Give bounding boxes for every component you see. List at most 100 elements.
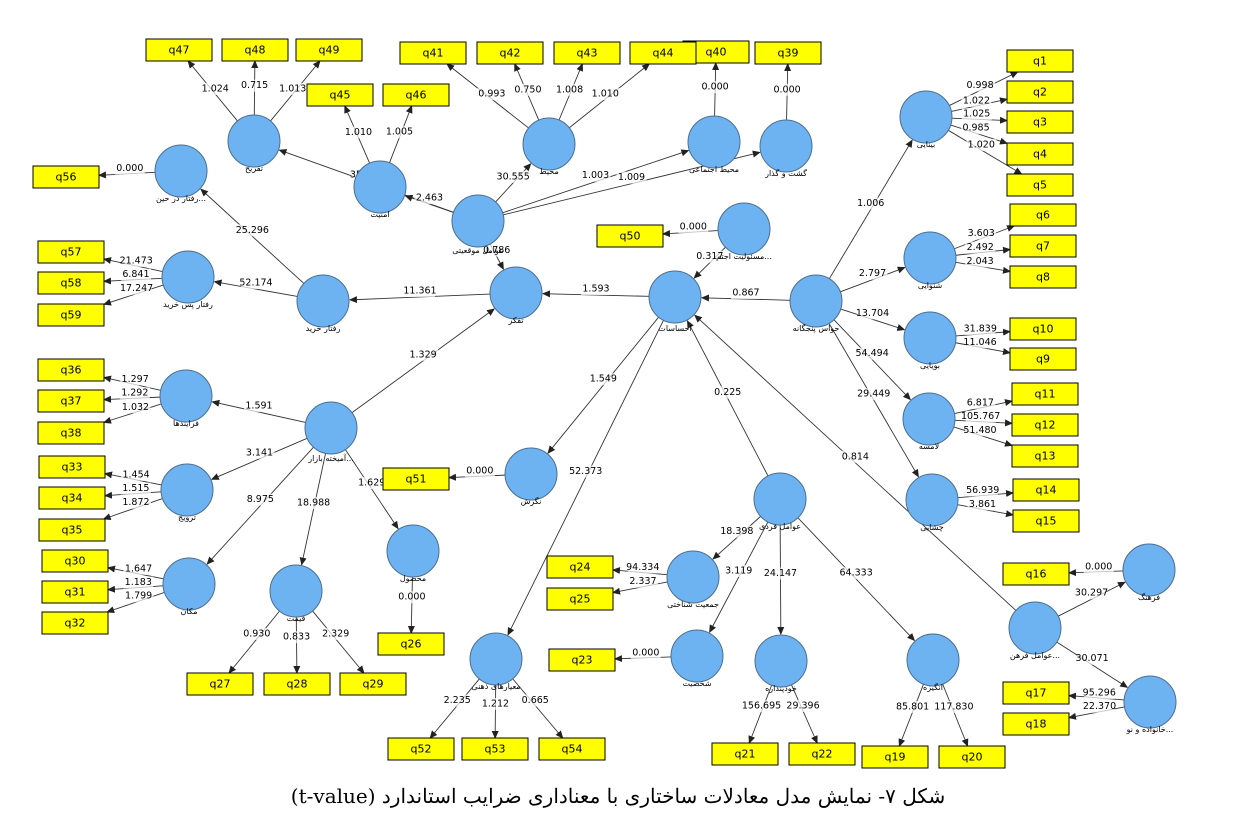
latent-label: تفکر bbox=[507, 316, 523, 325]
indicator-label: q16 bbox=[1026, 568, 1047, 581]
latent-circle bbox=[522, 117, 576, 171]
indicator-q37: q37 bbox=[37, 389, 105, 413]
indicator-box bbox=[546, 587, 614, 611]
latent-makan: مکان bbox=[162, 557, 216, 616]
indicator-q26: q26 bbox=[377, 632, 445, 656]
indicator-q21: q21 bbox=[711, 742, 779, 766]
indicator-label: q22 bbox=[812, 748, 833, 761]
loading-khanevade-q17-label-bg bbox=[1084, 686, 1115, 699]
loading-tarvij-q35-label: 1.872 bbox=[122, 497, 149, 508]
latent-avamel_farhangi: عوامل فرهن... bbox=[1008, 601, 1062, 660]
loading-gasht-q39-label-bg bbox=[772, 83, 803, 96]
latent-label: لامسه bbox=[919, 442, 939, 451]
loading-lamese-q13-label-bg bbox=[964, 424, 995, 437]
indicator-label: q50 bbox=[620, 230, 641, 243]
loading-farayand-q37-label-bg bbox=[119, 387, 150, 400]
latent-circle bbox=[687, 115, 741, 169]
loading-meyar-q53-label-bg bbox=[480, 697, 511, 710]
latent-label: احساسات bbox=[658, 324, 691, 333]
latent-label: نگرش bbox=[521, 496, 542, 506]
indicator-box bbox=[548, 648, 616, 672]
indicator-label: q11 bbox=[1035, 388, 1056, 401]
indicator-label: q9 bbox=[1036, 353, 1050, 366]
loading-tafrih-q48-label: 0.715 bbox=[241, 80, 268, 91]
loading-cheshayi-q14-label: 56.939 bbox=[966, 485, 999, 496]
latent-circle bbox=[670, 629, 724, 683]
latent-circle bbox=[489, 266, 543, 320]
indicator-label: q43 bbox=[577, 47, 598, 60]
loading-lamese-q11-label: 6.817 bbox=[967, 397, 994, 408]
path-amikhte-to-farayand-label: 1.591 bbox=[245, 401, 272, 412]
indicator-box bbox=[1009, 203, 1077, 227]
latent-label: مسئولیت اجتم... bbox=[716, 252, 772, 261]
path-havas-to-shenavayi-label: 2.797 bbox=[859, 268, 886, 279]
indicator-label: q25 bbox=[570, 593, 591, 606]
latent-label: مکان bbox=[180, 607, 197, 616]
indicator-box bbox=[938, 745, 1006, 769]
path-tafakor-to-raftar_kharid-label-bg bbox=[404, 284, 435, 297]
latent-circle bbox=[160, 463, 214, 517]
indicator-box bbox=[629, 41, 697, 65]
indicator-label: q32 bbox=[65, 617, 86, 630]
latent-khodpendare: خودپنداره bbox=[754, 634, 808, 693]
path-havas-to-binayi-label-bg bbox=[855, 197, 886, 210]
indicator-q10: q10 bbox=[1009, 317, 1077, 341]
loading-raftar_pas-q58-label-bg bbox=[120, 268, 151, 281]
loading-mohit_ej-q40-label: 0.000 bbox=[702, 82, 729, 93]
indicator-label: q27 bbox=[210, 678, 231, 691]
loading-cheshayi-q15-label-bg bbox=[967, 498, 998, 511]
path-amikhte-to-gheimat-label: 18.988 bbox=[297, 498, 330, 509]
indicator-label: q14 bbox=[1036, 484, 1057, 497]
indicator-q8: q8 bbox=[1009, 265, 1077, 289]
figure-caption: شکل ۷- نمایش مدل معادلات ساختاری با معنا… bbox=[290, 784, 946, 808]
indicator-box bbox=[387, 737, 455, 761]
loading-jamiyat-q25-label: 2.337 bbox=[629, 576, 656, 587]
indicator-q50: q50 bbox=[596, 224, 664, 248]
path-avamel_fardi-to-angize-label-bg bbox=[841, 567, 872, 580]
loading-meyar-q52 bbox=[429, 678, 480, 739]
latent-raftar_dar: رفتار در حین... bbox=[154, 144, 208, 203]
loading-angize-q19-label: 85.801 bbox=[896, 702, 929, 713]
indicator-q16: q16 bbox=[1002, 562, 1070, 586]
indicator-box bbox=[37, 240, 105, 264]
latent-circle bbox=[1008, 601, 1062, 655]
indicator-label: q26 bbox=[401, 638, 422, 651]
loading-gheimat-q29 bbox=[312, 610, 365, 674]
latent-circle bbox=[154, 144, 208, 198]
path-avamel_fardi-to-khodpendare-label: 24.147 bbox=[764, 568, 797, 579]
latent-shakhsiyat: شخصیت bbox=[670, 629, 724, 688]
path-avamel_farhangi-to-farhang-label-bg bbox=[1076, 587, 1107, 600]
path-havas-to-cheshayi-label-bg bbox=[858, 388, 889, 401]
indicator-q54: q54 bbox=[538, 737, 606, 761]
loading-khodpendare-q22-label: 29.396 bbox=[786, 700, 819, 711]
path-havas-to-lamese-label: 54.494 bbox=[856, 348, 889, 359]
indicator-q1: q1 bbox=[1006, 49, 1074, 73]
latent-label: رفتار در حین... bbox=[156, 194, 206, 203]
indicator-q35: q35 bbox=[38, 518, 106, 542]
latent-label: تفریح bbox=[245, 164, 263, 173]
indicator-box bbox=[461, 737, 529, 761]
latent-circle bbox=[227, 114, 281, 168]
indicator-label: q12 bbox=[1035, 419, 1056, 432]
loading-bouyayi-q10-label-bg bbox=[965, 322, 996, 335]
loading-makan-q32-label-bg bbox=[123, 590, 154, 603]
loading-makan-q30-label: 1.647 bbox=[125, 563, 152, 574]
path-avamel_fardi-to-ehsasat-label-bg bbox=[712, 386, 743, 399]
loading-lamese-q11-label-bg bbox=[965, 396, 996, 409]
latent-circle bbox=[648, 270, 702, 324]
indicator-q48: q48 bbox=[221, 38, 289, 62]
indicator-box bbox=[1011, 413, 1079, 437]
indicator-q4: q4 bbox=[1006, 142, 1074, 166]
latent-label: بویایی bbox=[920, 361, 940, 370]
path-tafakor-to-raftar_kharid-label: 11.361 bbox=[403, 285, 436, 296]
path-amikhte-to-makan-label: 8.975 bbox=[247, 494, 274, 505]
indicator-box bbox=[1002, 681, 1070, 705]
loading-bouyayi-q9-label: 11.046 bbox=[963, 337, 996, 348]
latent-circle bbox=[159, 369, 213, 423]
loading-makan-q31-label-bg bbox=[123, 576, 154, 589]
latent-circle bbox=[386, 524, 440, 578]
indicator-q39: q39 bbox=[754, 41, 822, 65]
indicator-q38: q38 bbox=[37, 421, 105, 445]
loading-jamiyat-q24-label-bg bbox=[627, 561, 658, 574]
loading-mohit_ej-q40-label-bg bbox=[700, 81, 731, 94]
